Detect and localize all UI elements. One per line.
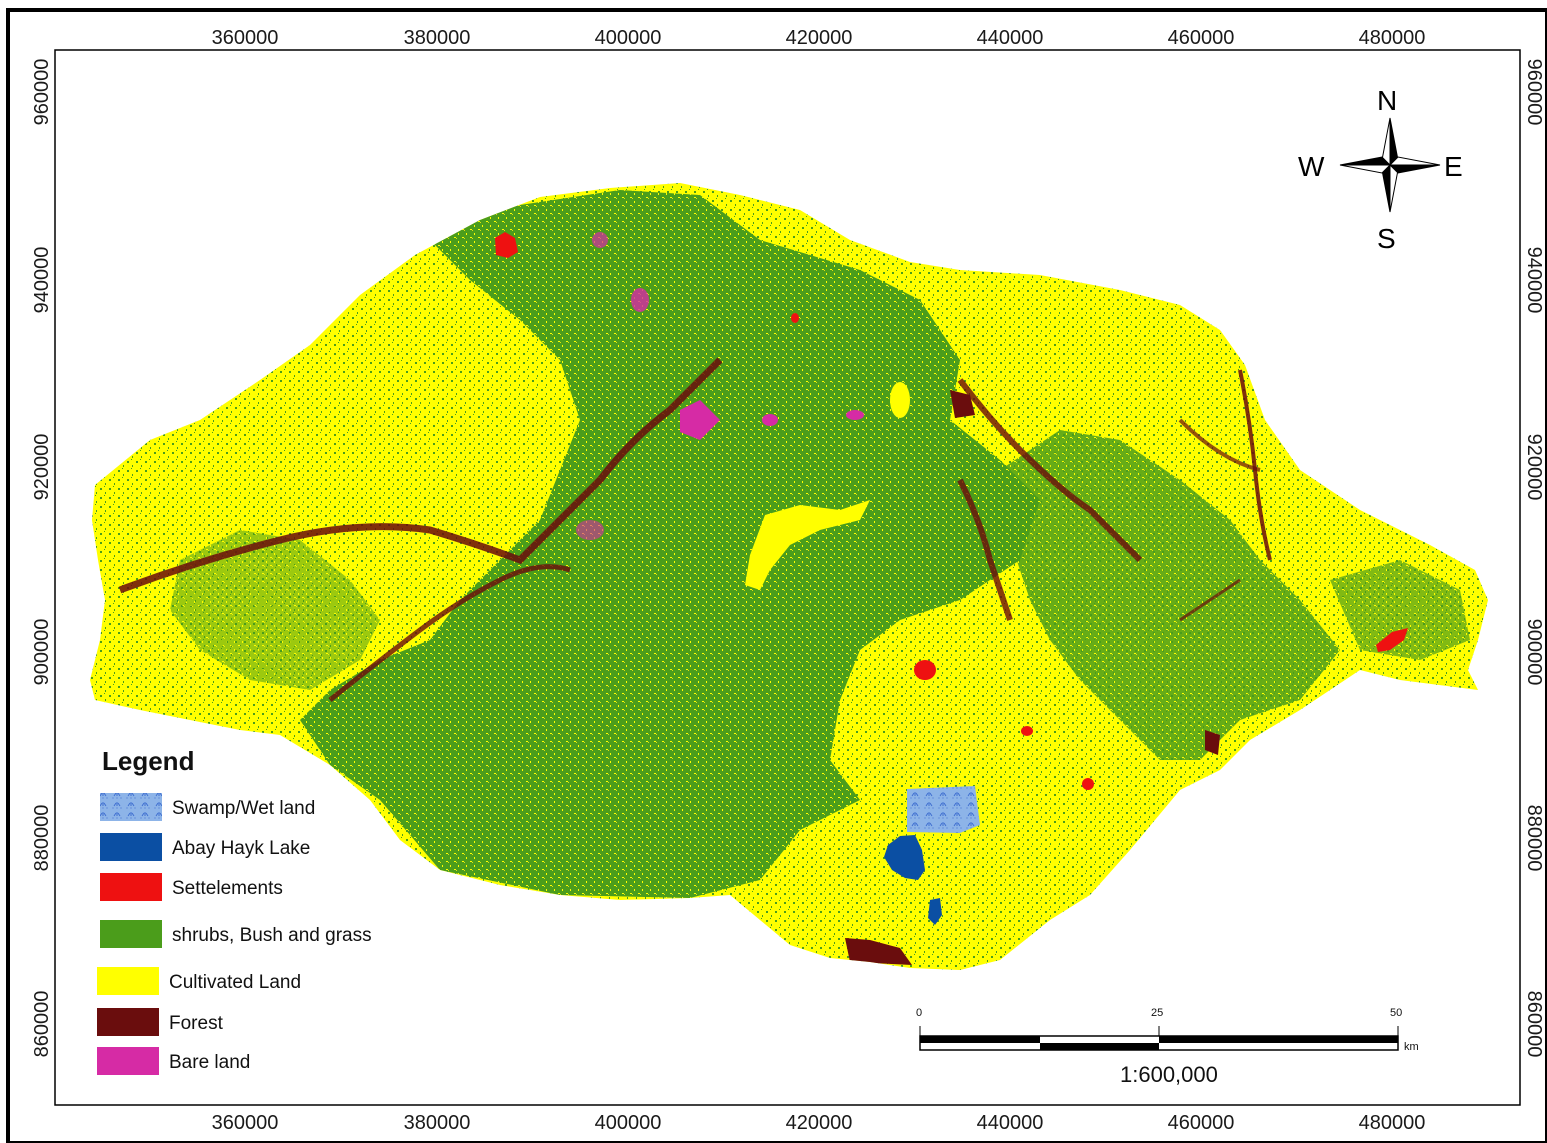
- forest-patch-south: [845, 938, 912, 965]
- legend-label: Forest: [169, 1013, 224, 1034]
- grid-x-label-top: 440000: [977, 27, 1044, 49]
- bare-land-patch-4: [631, 288, 649, 312]
- scale-segment: [920, 1036, 1040, 1043]
- compass-west-label: W: [1298, 151, 1325, 182]
- legend-swatch: [97, 1008, 159, 1036]
- grid-x-label-top: 380000: [404, 27, 471, 49]
- grid-x-label-bottom: 440000: [977, 1112, 1044, 1134]
- shrubs-far-east-area: [1330, 560, 1470, 660]
- settlement-central: [914, 660, 936, 680]
- scale-segment: [1040, 1043, 1159, 1050]
- settlement-small-1: [1021, 726, 1033, 736]
- legend-label: shrubs, Bush and grass: [172, 925, 372, 946]
- bare-land-patch: [680, 400, 720, 440]
- grid-y-label-left: 940000: [31, 247, 53, 314]
- cultivated-patch: [745, 500, 870, 590]
- grid-coordinate-labels: 360000 360000 380000 380000 400000 400000 4200…: [31, 27, 1545, 1134]
- grid-x-label-top: 480000: [1359, 27, 1426, 49]
- legend-label: Abay Hayk Lake: [172, 838, 310, 859]
- grid-y-label-right: 880000: [1523, 805, 1545, 872]
- compass-north-label: N: [1377, 85, 1397, 116]
- grid-x-label-top: 360000: [212, 27, 279, 49]
- compass-east-label: E: [1444, 151, 1463, 182]
- scale-tick-0: 0: [916, 1007, 922, 1019]
- shrubs-bush-grass-area: [300, 190, 1040, 898]
- grid-y-label-right: 960000: [1523, 59, 1545, 126]
- cultivated-patch-small: [890, 382, 910, 418]
- forest-drainage-northeast-2: [1178, 418, 1261, 472]
- scale-bar: 0 25 50 km 1:600,000: [916, 1007, 1419, 1087]
- legend-swatch: [97, 1047, 159, 1075]
- grid-y-label-right: 860000: [1523, 991, 1545, 1058]
- grid-y-label-left: 860000: [31, 991, 53, 1058]
- forest-drainage-west: [118, 357, 723, 594]
- grid-x-label-bottom: 360000: [212, 1112, 279, 1134]
- bare-land-patch-2: [762, 414, 778, 426]
- settlement-north: [495, 232, 518, 258]
- grid-y-label-right: 920000: [1523, 434, 1545, 501]
- legend-label: Cultivated Land: [169, 972, 301, 993]
- forest-drainage-central: [957, 478, 1013, 621]
- settlement-small-2: [1082, 778, 1094, 790]
- compass-rose-icon: [1339, 117, 1441, 213]
- grid-y-label-left: 920000: [31, 434, 53, 501]
- swamp-wetland: [907, 786, 980, 833]
- grid-y-label-right: 940000: [1523, 247, 1545, 314]
- settlement-small-3: [791, 313, 799, 323]
- map-neatline: [54, 49, 1521, 1106]
- legend-label: Swamp/Wet land: [172, 798, 315, 819]
- forest-patch-southeast: [1205, 730, 1220, 755]
- legend-swatch: [100, 833, 162, 861]
- abay-hayk-lake: [884, 835, 925, 880]
- grid-x-label-top: 420000: [786, 27, 853, 49]
- legend-swatch: [100, 793, 162, 821]
- grid-y-label-left: 880000: [31, 805, 53, 872]
- bare-land-patch-3: [846, 410, 864, 420]
- legend-swatch: [100, 920, 162, 948]
- grid-x-label-bottom: 420000: [786, 1112, 853, 1134]
- grid-x-label-bottom: 380000: [404, 1112, 471, 1134]
- settlement-east: [1376, 628, 1408, 652]
- forest-drainage-east: [957, 378, 1143, 563]
- legend-label: Settelements: [172, 878, 283, 899]
- abay-hayk-lake-south: [928, 898, 942, 925]
- bare-land-patch-5: [576, 520, 604, 540]
- forest-drainage-east-2: [1179, 578, 1241, 622]
- compass-south-label: S: [1377, 223, 1396, 254]
- grid-y-label-left: 960000: [31, 59, 53, 126]
- shrubs-west-area: [170, 530, 380, 690]
- scale-ratio: 1:600,000: [1120, 1062, 1218, 1087]
- legend-title: Legend: [102, 746, 194, 776]
- grid-x-label-bottom: 400000: [595, 1112, 662, 1134]
- legend-label: Bare land: [169, 1052, 250, 1073]
- legend-swatch: [97, 967, 159, 995]
- forest-patch-north: [950, 390, 975, 418]
- scale-tick-25: 25: [1151, 1007, 1163, 1019]
- grid-x-label-bottom: 460000: [1168, 1112, 1235, 1134]
- shrubs-east-area: [1000, 430, 1340, 760]
- grid-x-label-top: 460000: [1168, 27, 1235, 49]
- scale-tick-50: 50: [1390, 1007, 1402, 1019]
- scale-unit: km: [1404, 1041, 1419, 1053]
- forest-drainage-southwest: [328, 564, 571, 702]
- scale-segment: [1159, 1036, 1398, 1043]
- grid-x-label-top: 400000: [595, 27, 662, 49]
- bare-land-patch-6: [592, 232, 608, 248]
- grid-y-label-left: 900000: [31, 619, 53, 686]
- north-arrow: N S E W: [1298, 85, 1463, 254]
- grid-y-label-right: 900000: [1523, 619, 1545, 686]
- grid-x-label-bottom: 480000: [1359, 1112, 1426, 1134]
- legend-swatch: [100, 873, 162, 901]
